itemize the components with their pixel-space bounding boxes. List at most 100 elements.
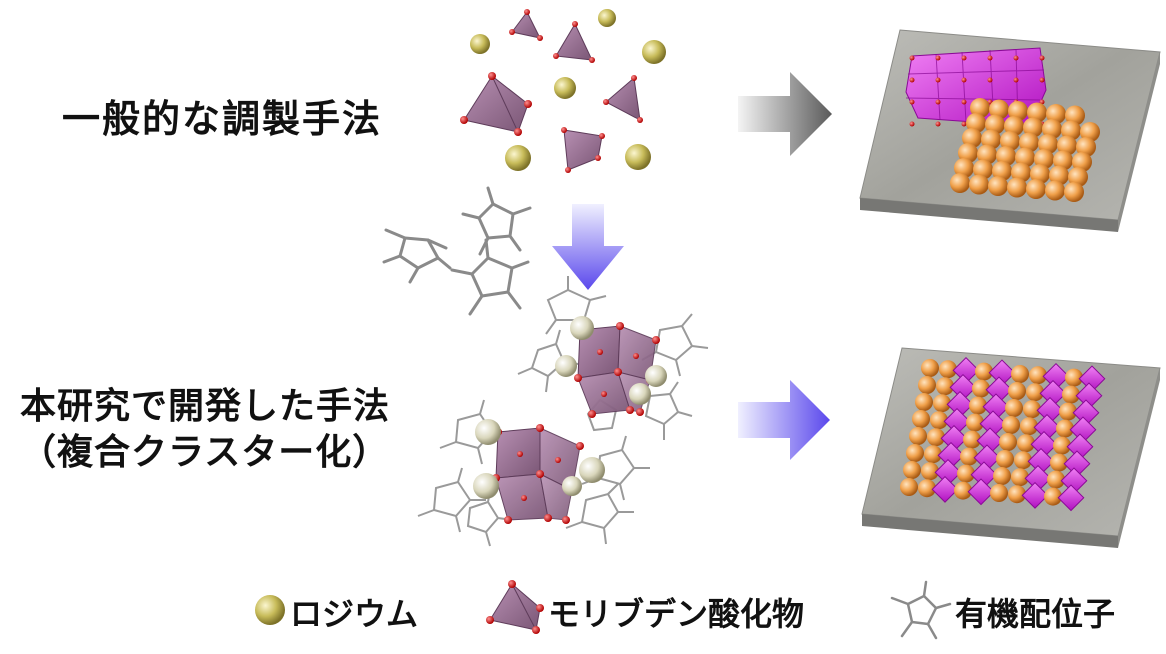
- rhodium-atom: [629, 383, 651, 405]
- rhodium-atom: [1011, 365, 1029, 383]
- oxygen-atom: [909, 121, 915, 127]
- ligand-molecule: [382, 228, 452, 284]
- mo-oxide-unit: [1069, 416, 1097, 444]
- rhodium-atom: [555, 355, 577, 377]
- rhodium-atom: [1007, 177, 1027, 198]
- mo-oxide-tetrahedron: [509, 9, 543, 41]
- rhodium-atom: [579, 457, 605, 483]
- rhodium-atom: [1004, 116, 1024, 136]
- rhodium-atom: [915, 393, 933, 411]
- mo-oxide-unit: [970, 461, 998, 489]
- rhodium-atom: [470, 34, 490, 54]
- rhodium-atom: [969, 396, 987, 415]
- rhodium-atom: [999, 433, 1017, 451]
- rhodium-atom: [960, 447, 978, 466]
- oxygen-atom: [961, 121, 967, 127]
- rhodium-atom: [921, 462, 939, 481]
- rhodium-atom: [989, 99, 1009, 120]
- conventional-precursors: [460, 9, 666, 173]
- legend-ligand-label: 有機配位子: [955, 595, 1116, 633]
- rhodium-atom: [981, 129, 1001, 150]
- oxygen-atom: [987, 77, 993, 83]
- rhodium-atom: [1057, 135, 1077, 156]
- rhodium-atom: [1053, 436, 1071, 455]
- rhodium-atom: [977, 144, 997, 165]
- legend: [255, 580, 952, 640]
- rhodium-atom: [1019, 132, 1039, 153]
- rhodium-atom: [918, 376, 936, 394]
- mo-oxide-unit: [1060, 467, 1088, 495]
- oxygen-atom: [935, 55, 941, 61]
- rhodium-atom: [1034, 149, 1054, 169]
- oxygen-atom: [961, 77, 967, 83]
- rhodium-atom: [642, 40, 666, 64]
- rhodium-atom: [645, 365, 667, 387]
- rhodium-atom: [1064, 182, 1084, 202]
- rhodium-atom: [598, 9, 616, 27]
- oxygen-atom: [1039, 77, 1045, 83]
- rhodium-atom: [1014, 451, 1032, 470]
- mo-oxide-unit: [946, 390, 974, 418]
- oxygen-atom: [961, 99, 967, 105]
- rhodium-atom: [1020, 417, 1038, 436]
- rhodium-atom: [930, 411, 948, 430]
- composite-clusters: [417, 276, 709, 547]
- mo-oxide-unit: [1027, 447, 1055, 475]
- rhodium-atom: [1042, 119, 1062, 139]
- rhodium-atom: [1049, 165, 1069, 186]
- rhodium-atom: [970, 98, 990, 118]
- rhodium-atom: [1068, 167, 1088, 187]
- mo-oxide-unit: [937, 441, 965, 469]
- rhodium-atom: [1008, 382, 1026, 400]
- rhodium-atom: [985, 114, 1005, 135]
- rhodium-particle: [950, 98, 1100, 202]
- rhodium-atom: [990, 484, 1008, 502]
- rhodium-atom: [1015, 147, 1035, 168]
- ligand-molecule: [461, 186, 532, 256]
- mo-oxide-unit: [1057, 484, 1085, 512]
- rhodium-atom: [1026, 179, 1046, 199]
- rhodium-atom: [1011, 162, 1031, 183]
- rhodium-atom: [966, 113, 986, 133]
- rhodium-atom: [1026, 383, 1044, 402]
- conventional-catalyst-surface: [859, 29, 1161, 232]
- rhodium-atom: [1030, 164, 1050, 184]
- rhodium-atom: [1080, 122, 1100, 142]
- rhodium-atom: [1061, 120, 1081, 141]
- rhodium-atom: [927, 428, 945, 447]
- oxygen-atom: [1013, 55, 1019, 61]
- mo-oxide-unit: [967, 478, 995, 506]
- mo-oxide-unit: [1039, 379, 1067, 407]
- rhodium-atom: [954, 481, 972, 500]
- mo-oxide-tetrahedron: [553, 21, 595, 63]
- rhodium-atom: [625, 144, 651, 170]
- rhodium-atom: [957, 464, 975, 483]
- rhodium-atom: [988, 176, 1008, 196]
- oxygen-atom: [987, 55, 993, 61]
- mo-oxide-unit: [985, 376, 1013, 404]
- rhodium-atom: [973, 159, 993, 180]
- rhodium-atom: [1017, 434, 1035, 453]
- mo-oxide-tetrahedron: [460, 72, 532, 136]
- mo-oxide-unit: [988, 359, 1016, 387]
- down-arrow: [552, 204, 624, 290]
- mo-oxide-unit: [1075, 382, 1103, 410]
- rhodium-atom: [1065, 368, 1083, 387]
- oxygen-atom: [1039, 55, 1045, 61]
- oxygen-atom: [935, 121, 941, 127]
- rhodium-atom: [1029, 366, 1047, 385]
- mo-oxide-unit: [931, 475, 959, 503]
- oxygen-atom: [935, 99, 941, 105]
- mo-oxide-unit: [1024, 464, 1052, 492]
- rhodium-atom: [975, 362, 993, 381]
- rhodium-atom: [924, 445, 942, 464]
- mo-oxide-unit: [1030, 430, 1058, 458]
- mo-oxide-unit: [1021, 481, 1049, 509]
- rhodium-atom: [562, 476, 582, 496]
- rhodium-atom: [505, 145, 531, 171]
- conventional-method-label: 一般的な調製手法: [62, 97, 383, 141]
- rhodium-atom: [1023, 400, 1041, 419]
- rhodium-atom: [912, 410, 930, 428]
- rhodium-atom: [1056, 419, 1074, 438]
